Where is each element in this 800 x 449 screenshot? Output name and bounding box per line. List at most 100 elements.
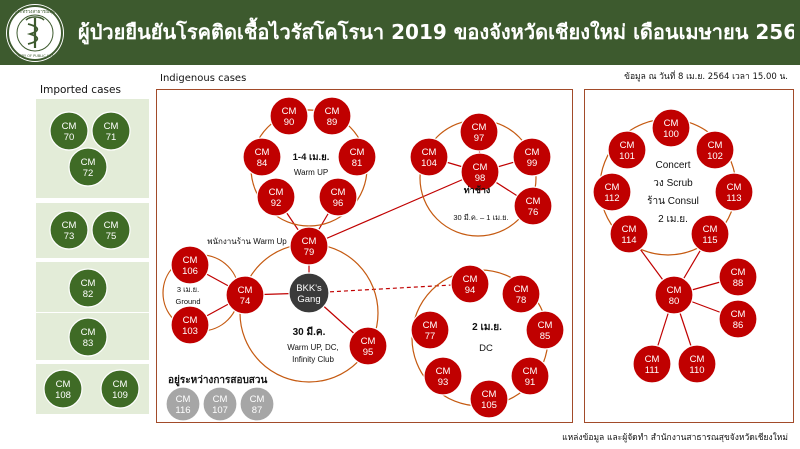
svg-text:CM: CM [538, 320, 553, 331]
dc-name-label: DC [479, 343, 493, 354]
svg-text:CM: CM [436, 366, 451, 377]
svg-text:CM: CM [664, 118, 679, 129]
svg-text:100: 100 [663, 129, 679, 140]
svg-text:CM: CM [422, 147, 437, 158]
svg-text:70: 70 [64, 132, 75, 143]
svg-text:78: 78 [516, 295, 527, 306]
svg-text:74: 74 [240, 296, 251, 307]
svg-text:CM: CM [302, 236, 317, 247]
svg-text:CM: CM [472, 122, 487, 133]
svg-text:CM: CM [727, 182, 742, 193]
svg-text:76: 76 [528, 207, 539, 218]
svg-text:92: 92 [271, 198, 282, 209]
concert-box [584, 89, 794, 423]
svg-text:CM: CM [255, 147, 270, 158]
logo-text-bottom: MINISTRY OF PUBLIC HEALTH [10, 54, 61, 58]
svg-text:CM: CM [526, 196, 541, 207]
svg-text:CM: CM [350, 147, 365, 158]
svg-text:CM: CM [620, 140, 635, 151]
svg-text:CM: CM [473, 162, 488, 173]
ground-date-label: 3 เม.ย. [177, 285, 199, 294]
concert-label-4: 2 เม.ย. [658, 214, 688, 225]
svg-text:96: 96 [333, 198, 344, 209]
svg-text:CM: CM [703, 224, 718, 235]
thachang-label: ท่าช้าง [464, 185, 491, 195]
svg-text:107: 107 [212, 405, 228, 416]
investigating-label: อยู่ระหว่างการสอบสวน [168, 374, 268, 387]
svg-text:91: 91 [525, 377, 536, 388]
svg-text:CM: CM [731, 267, 746, 278]
svg-text:CM: CM [325, 106, 340, 117]
svg-text:94: 94 [465, 285, 476, 296]
svg-text:CM: CM [423, 320, 438, 331]
bkk-date-label: 30 มี.ค. [293, 326, 326, 338]
svg-text:90: 90 [284, 117, 295, 128]
svg-text:87: 87 [252, 405, 263, 416]
svg-text:CM: CM [331, 187, 346, 198]
svg-text:CM: CM [463, 274, 478, 285]
svg-text:CM: CM [183, 315, 198, 326]
svg-text:113: 113 [726, 193, 741, 204]
svg-text:85: 85 [540, 331, 551, 342]
svg-text:CM: CM [113, 379, 128, 390]
svg-text:112: 112 [604, 193, 619, 204]
svg-text:CM: CM [361, 336, 376, 347]
svg-text:CM: CM [238, 285, 253, 296]
svg-text:99: 99 [527, 158, 538, 169]
svg-text:CM: CM [731, 309, 746, 320]
svg-text:CM: CM [81, 327, 96, 338]
dc-date-label: 2 เม.ย. [472, 322, 502, 333]
warmup-name-label: Warm UP [294, 168, 328, 177]
thachang-date-label: 30 มี.ค. – 1 เม.ย. [453, 213, 508, 222]
svg-text:84: 84 [257, 158, 268, 169]
svg-text:83: 83 [83, 338, 94, 349]
svg-text:105: 105 [481, 400, 497, 411]
svg-text:81: 81 [352, 158, 363, 169]
warmup-date-label: 1-4 เม.ย. [293, 152, 330, 163]
logo-text-top: กระทรวงสาธารณสุข [15, 9, 56, 15]
source-footer: แหล่งข้อมูล และผู้จัดทำ สำนักงานสาธารณสุ… [562, 433, 788, 443]
svg-text:CM: CM [645, 354, 660, 365]
svg-text:CM: CM [104, 121, 119, 132]
svg-text:CM: CM [183, 255, 198, 266]
svg-text:BKK's: BKK's [296, 283, 322, 294]
svg-text:CM: CM [523, 366, 538, 377]
svg-text:80: 80 [669, 296, 680, 307]
svg-text:72: 72 [83, 168, 94, 179]
svg-text:89: 89 [327, 117, 338, 128]
svg-text:75: 75 [106, 231, 117, 242]
svg-text:CM: CM [605, 182, 620, 193]
svg-text:Gang: Gang [297, 294, 320, 305]
svg-text:CM: CM [250, 394, 265, 405]
svg-text:115: 115 [702, 235, 717, 246]
imported-cases-label: Imported cases [40, 84, 121, 96]
svg-text:CM: CM [62, 121, 77, 132]
concert-label-2: วง Scrub [653, 178, 693, 189]
